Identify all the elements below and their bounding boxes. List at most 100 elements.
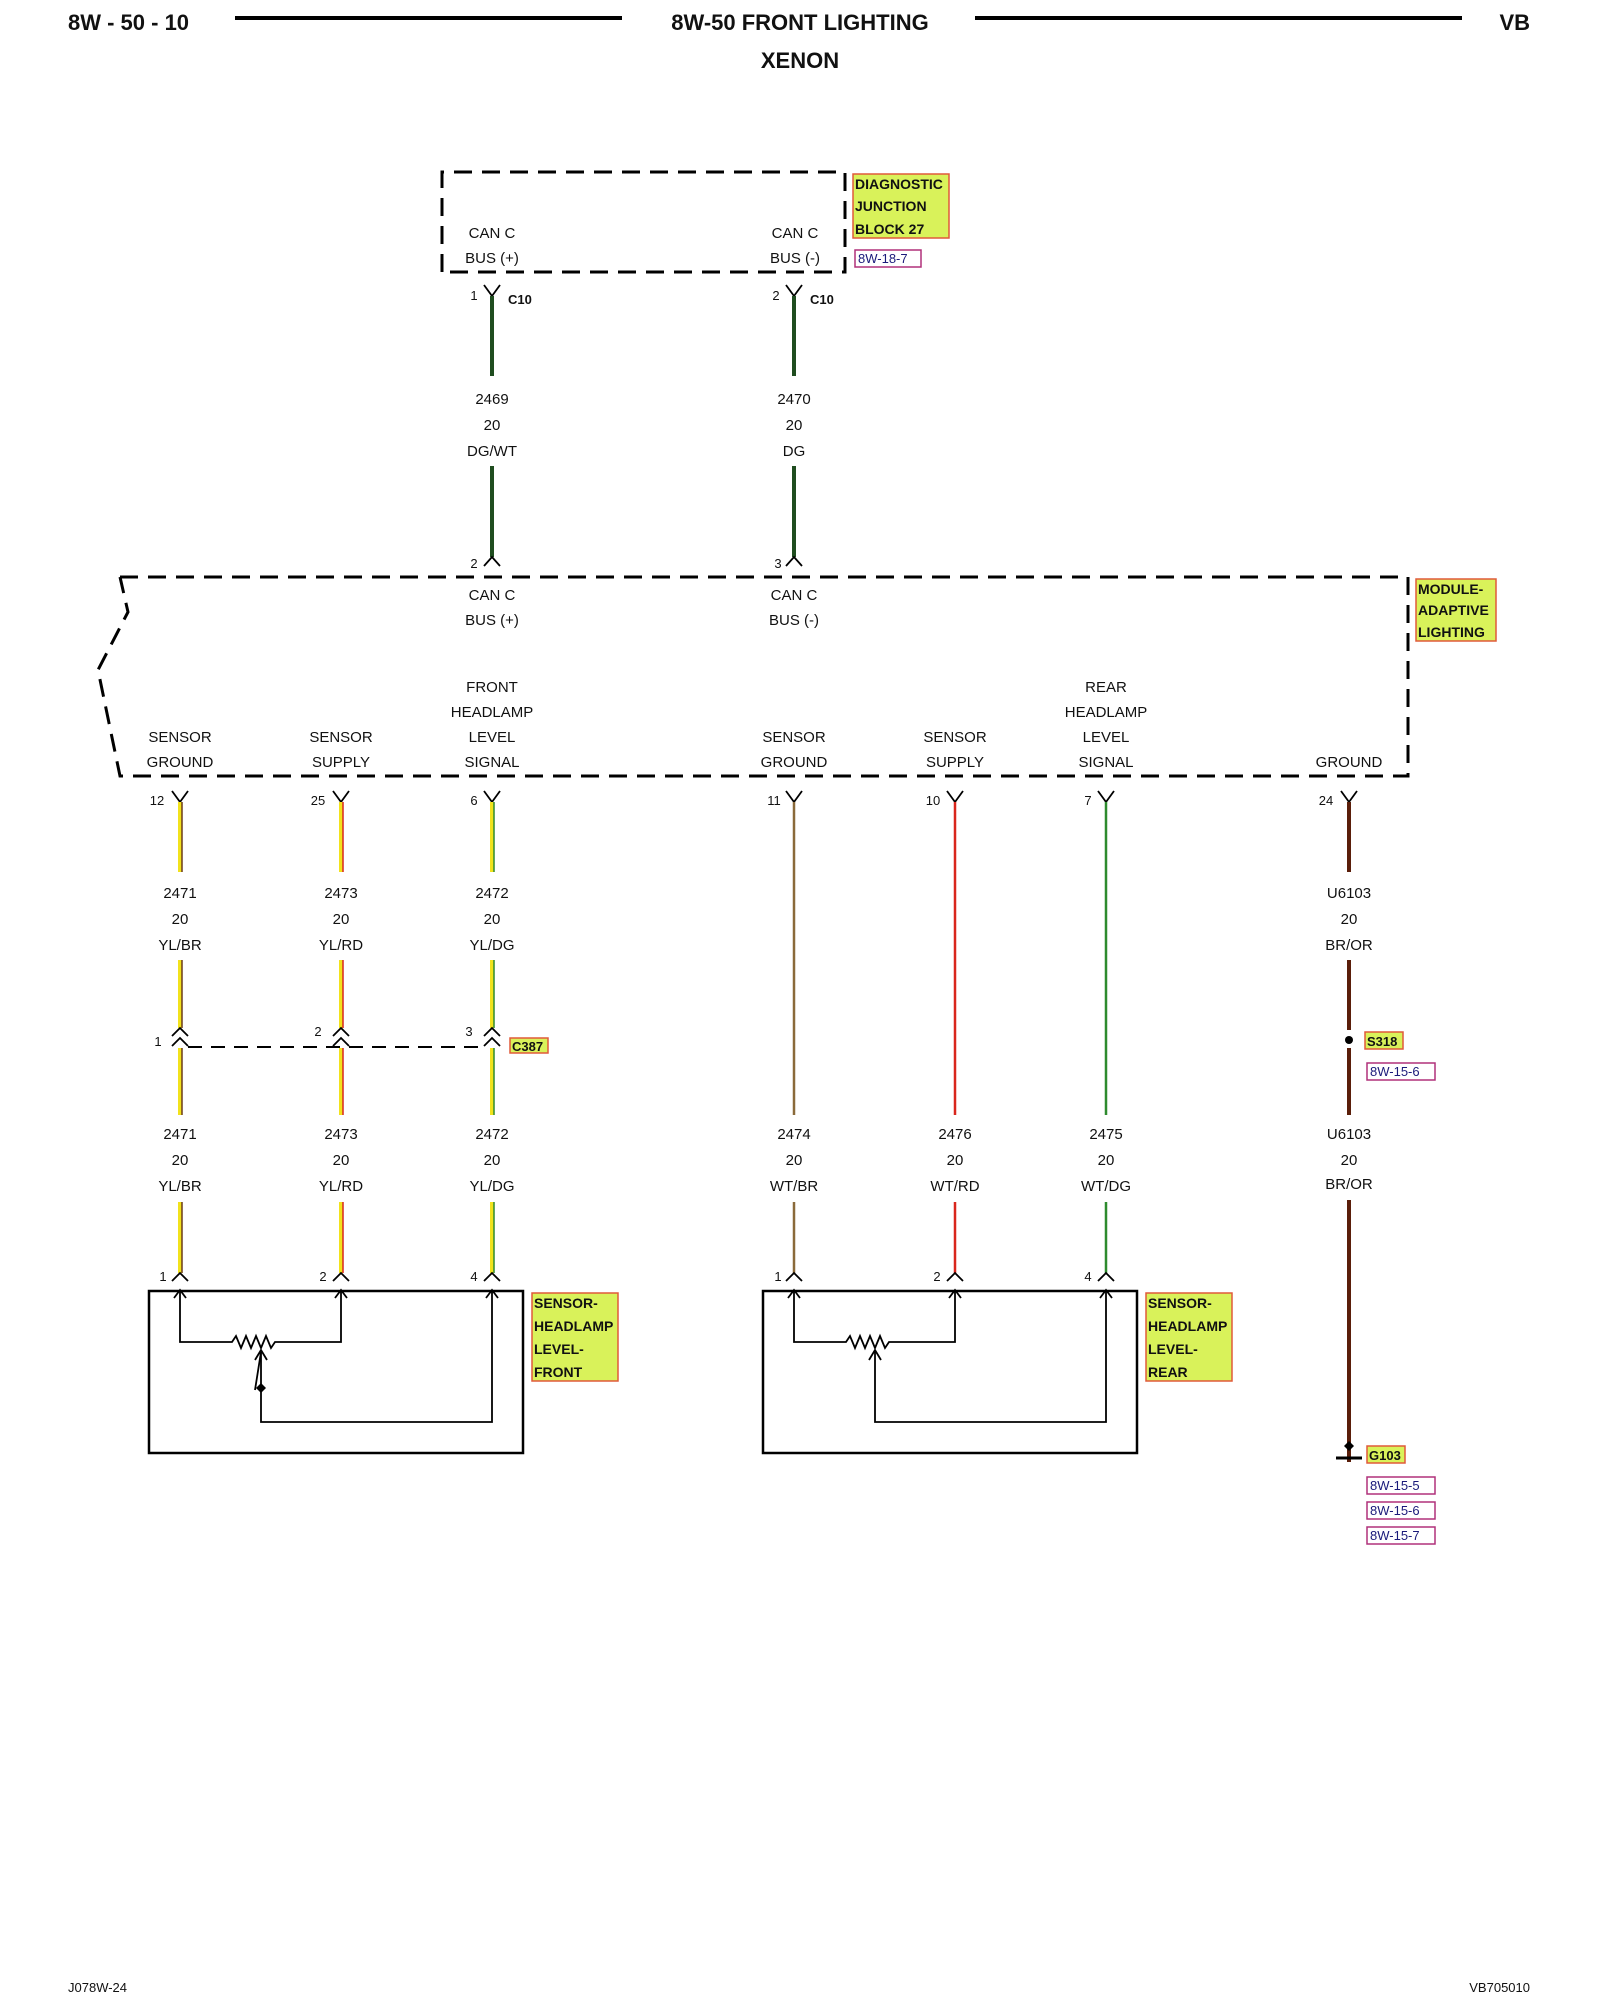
page-footer: J078W-24 VB705010 bbox=[68, 1980, 1530, 1995]
djb-tag-line1: DIAGNOSTIC bbox=[855, 176, 943, 192]
c387-tag-box bbox=[509, 1037, 549, 1054]
connector-arrow bbox=[483, 555, 501, 567]
wire-2472-lower: 2472 20 YL/DG 4 bbox=[469, 1048, 515, 1284]
connector-arrow bbox=[171, 1026, 189, 1047]
page-header: 8W - 50 - 10 8W-50 FRONT LIGHTING VB XEN… bbox=[68, 10, 1530, 73]
module-can-plus-line1: CAN C bbox=[469, 587, 516, 604]
djb-tag-line3: BLOCK 27 bbox=[855, 221, 924, 237]
potentiometer-resistor bbox=[793, 1290, 956, 1351]
connector-arrow bbox=[332, 1026, 350, 1047]
wire-gauge: 20 bbox=[484, 1152, 501, 1169]
pin-label: HEADLAMP bbox=[1065, 704, 1148, 721]
sensor-front-tag-box bbox=[531, 1292, 619, 1382]
wire-color: DG/WT bbox=[467, 443, 517, 460]
wire-u6103-upper: 24 U6103 20 BR/OR bbox=[1319, 790, 1373, 1030]
page-title: 8W-50 FRONT LIGHTING bbox=[671, 10, 928, 35]
sensor-rear-tag-line3: LEVEL- bbox=[1148, 1341, 1198, 1357]
djb-tag-box bbox=[852, 173, 950, 239]
g103-tag: G103 bbox=[1369, 1448, 1401, 1463]
connector-arrow bbox=[946, 1271, 964, 1282]
g103-ref-link-2[interactable]: 8W-15-6 bbox=[1370, 1503, 1420, 1518]
vehicle-code: VB bbox=[1499, 10, 1530, 35]
connector-arrow bbox=[483, 1026, 501, 1047]
g103-ref-box[interactable] bbox=[1366, 1526, 1436, 1545]
djb-ref-link[interactable]: 8W-18-7 bbox=[858, 251, 908, 266]
wire-gauge: 20 bbox=[172, 1152, 189, 1169]
pin-label: HEADLAMP bbox=[451, 704, 534, 721]
wire-circuit: U6103 bbox=[1327, 885, 1371, 902]
g103-ref-box[interactable] bbox=[1366, 1476, 1436, 1495]
wire-circuit: 2471 bbox=[163, 885, 196, 902]
wire-gauge: 20 bbox=[333, 911, 350, 928]
module-outline bbox=[96, 575, 1410, 778]
connector-arrow bbox=[1097, 1271, 1115, 1282]
djb-ref-box[interactable] bbox=[854, 249, 922, 268]
connector-arrow bbox=[171, 1271, 189, 1282]
pin-label: SIGNAL bbox=[464, 754, 519, 771]
s318-ref-link[interactable]: 8W-15-6 bbox=[1370, 1064, 1420, 1079]
pin-label: SENSOR bbox=[309, 729, 373, 746]
connector-arrow bbox=[1340, 790, 1358, 804]
c387-tag: C387 bbox=[512, 1039, 543, 1054]
djb-outline bbox=[440, 170, 847, 274]
sensor-rear-box bbox=[761, 1289, 1139, 1455]
djb-tag-line2: JUNCTION bbox=[855, 198, 927, 214]
sensor-front-tag-line3: LEVEL- bbox=[534, 1341, 584, 1357]
pin-label: GROUND bbox=[761, 754, 828, 771]
wire-2473-lower: 2473 20 YL/RD 2 bbox=[319, 1048, 363, 1284]
wire-circuit: 2472 bbox=[475, 885, 508, 902]
pin-label: SENSOR bbox=[762, 729, 826, 746]
connector-arrow bbox=[332, 1271, 350, 1282]
djb-pin-plus: 1 bbox=[470, 288, 477, 303]
connector-arrow bbox=[332, 790, 350, 804]
sensor-rear-tag-line2: HEADLAMP bbox=[1148, 1318, 1227, 1334]
connector-arrow bbox=[785, 1271, 803, 1282]
wire-gauge: 20 bbox=[786, 417, 803, 434]
wire-gauge: 20 bbox=[947, 1152, 964, 1169]
wire-color: BR/OR bbox=[1325, 937, 1373, 954]
sensor-headlamp-level-rear: SENSOR- HEADLAMP LEVEL- REAR bbox=[761, 1288, 1233, 1455]
splice-s318: S318 8W-15-6 bbox=[1345, 1030, 1436, 1081]
pin-label: GROUND bbox=[1316, 754, 1383, 771]
sensor-headlamp-level-front: SENSOR- HEADLAMP LEVEL- FRONT bbox=[147, 1288, 619, 1455]
wire-circuit: 2474 bbox=[777, 1126, 810, 1143]
wire-2473-upper: 25 2473 20 YL/RD bbox=[311, 790, 363, 1028]
pin-label: SIGNAL bbox=[1078, 754, 1133, 771]
sensor-pin: 1 bbox=[774, 1269, 781, 1284]
wire-gauge: 20 bbox=[1341, 1152, 1358, 1169]
sensor-front-tag-line4: FRONT bbox=[534, 1364, 583, 1380]
sensor-pin: 4 bbox=[470, 1269, 477, 1284]
sensor-pin: 4 bbox=[1084, 1269, 1091, 1284]
g103-ref-link-1[interactable]: 8W-15-5 bbox=[1370, 1478, 1420, 1493]
module-pin-10: 10 bbox=[926, 793, 940, 808]
g103-ref-link-3[interactable]: 8W-15-7 bbox=[1370, 1528, 1420, 1543]
c387-pin-3: 3 bbox=[465, 1024, 472, 1039]
connector-arrow bbox=[483, 284, 501, 298]
wiper-line bbox=[874, 1290, 1107, 1423]
wire-u6103-lower: U6103 20 BR/OR bbox=[1325, 1048, 1373, 1462]
djb-can-minus-line2: BUS (-) bbox=[770, 250, 820, 267]
wire-color: YL/BR bbox=[158, 937, 202, 954]
module-pin-6: 6 bbox=[470, 793, 477, 808]
wire-2474-full: 11 bbox=[767, 790, 803, 1115]
wire-color: YL/DG bbox=[469, 937, 514, 954]
pin-label: GROUND bbox=[147, 754, 214, 771]
pin-label: SENSOR bbox=[923, 729, 987, 746]
djb-can-minus-line1: CAN C bbox=[772, 225, 819, 242]
sensor-rear-tag-line4: REAR bbox=[1148, 1364, 1188, 1380]
connector-arrow bbox=[785, 284, 803, 298]
wire-circuit: 2470 bbox=[777, 391, 810, 408]
diagnostic-junction-block: CAN C BUS (+) CAN C BUS (-) DIAGNOSTIC J… bbox=[440, 170, 950, 274]
wire-circuit: 2472 bbox=[475, 1126, 508, 1143]
wire-color: YL/BR bbox=[158, 1178, 202, 1195]
c387-pin-1: 1 bbox=[154, 1034, 161, 1049]
wire-gauge: 20 bbox=[1341, 911, 1358, 928]
g103-ref-box[interactable] bbox=[1366, 1501, 1436, 1520]
connector-arrow bbox=[946, 790, 964, 804]
s318-ref-box[interactable] bbox=[1366, 1062, 1436, 1081]
s318-tag: S318 bbox=[1367, 1034, 1397, 1049]
wire-color: BR/OR bbox=[1325, 1176, 1373, 1193]
module-tag-line1: MODULE- bbox=[1418, 581, 1484, 597]
wire-2471-lower: 2471 20 YL/BR 1 bbox=[158, 1048, 202, 1284]
module-adaptive-lighting: CAN C BUS (+) CAN C BUS (-) MODULE- ADAP… bbox=[96, 575, 1497, 778]
